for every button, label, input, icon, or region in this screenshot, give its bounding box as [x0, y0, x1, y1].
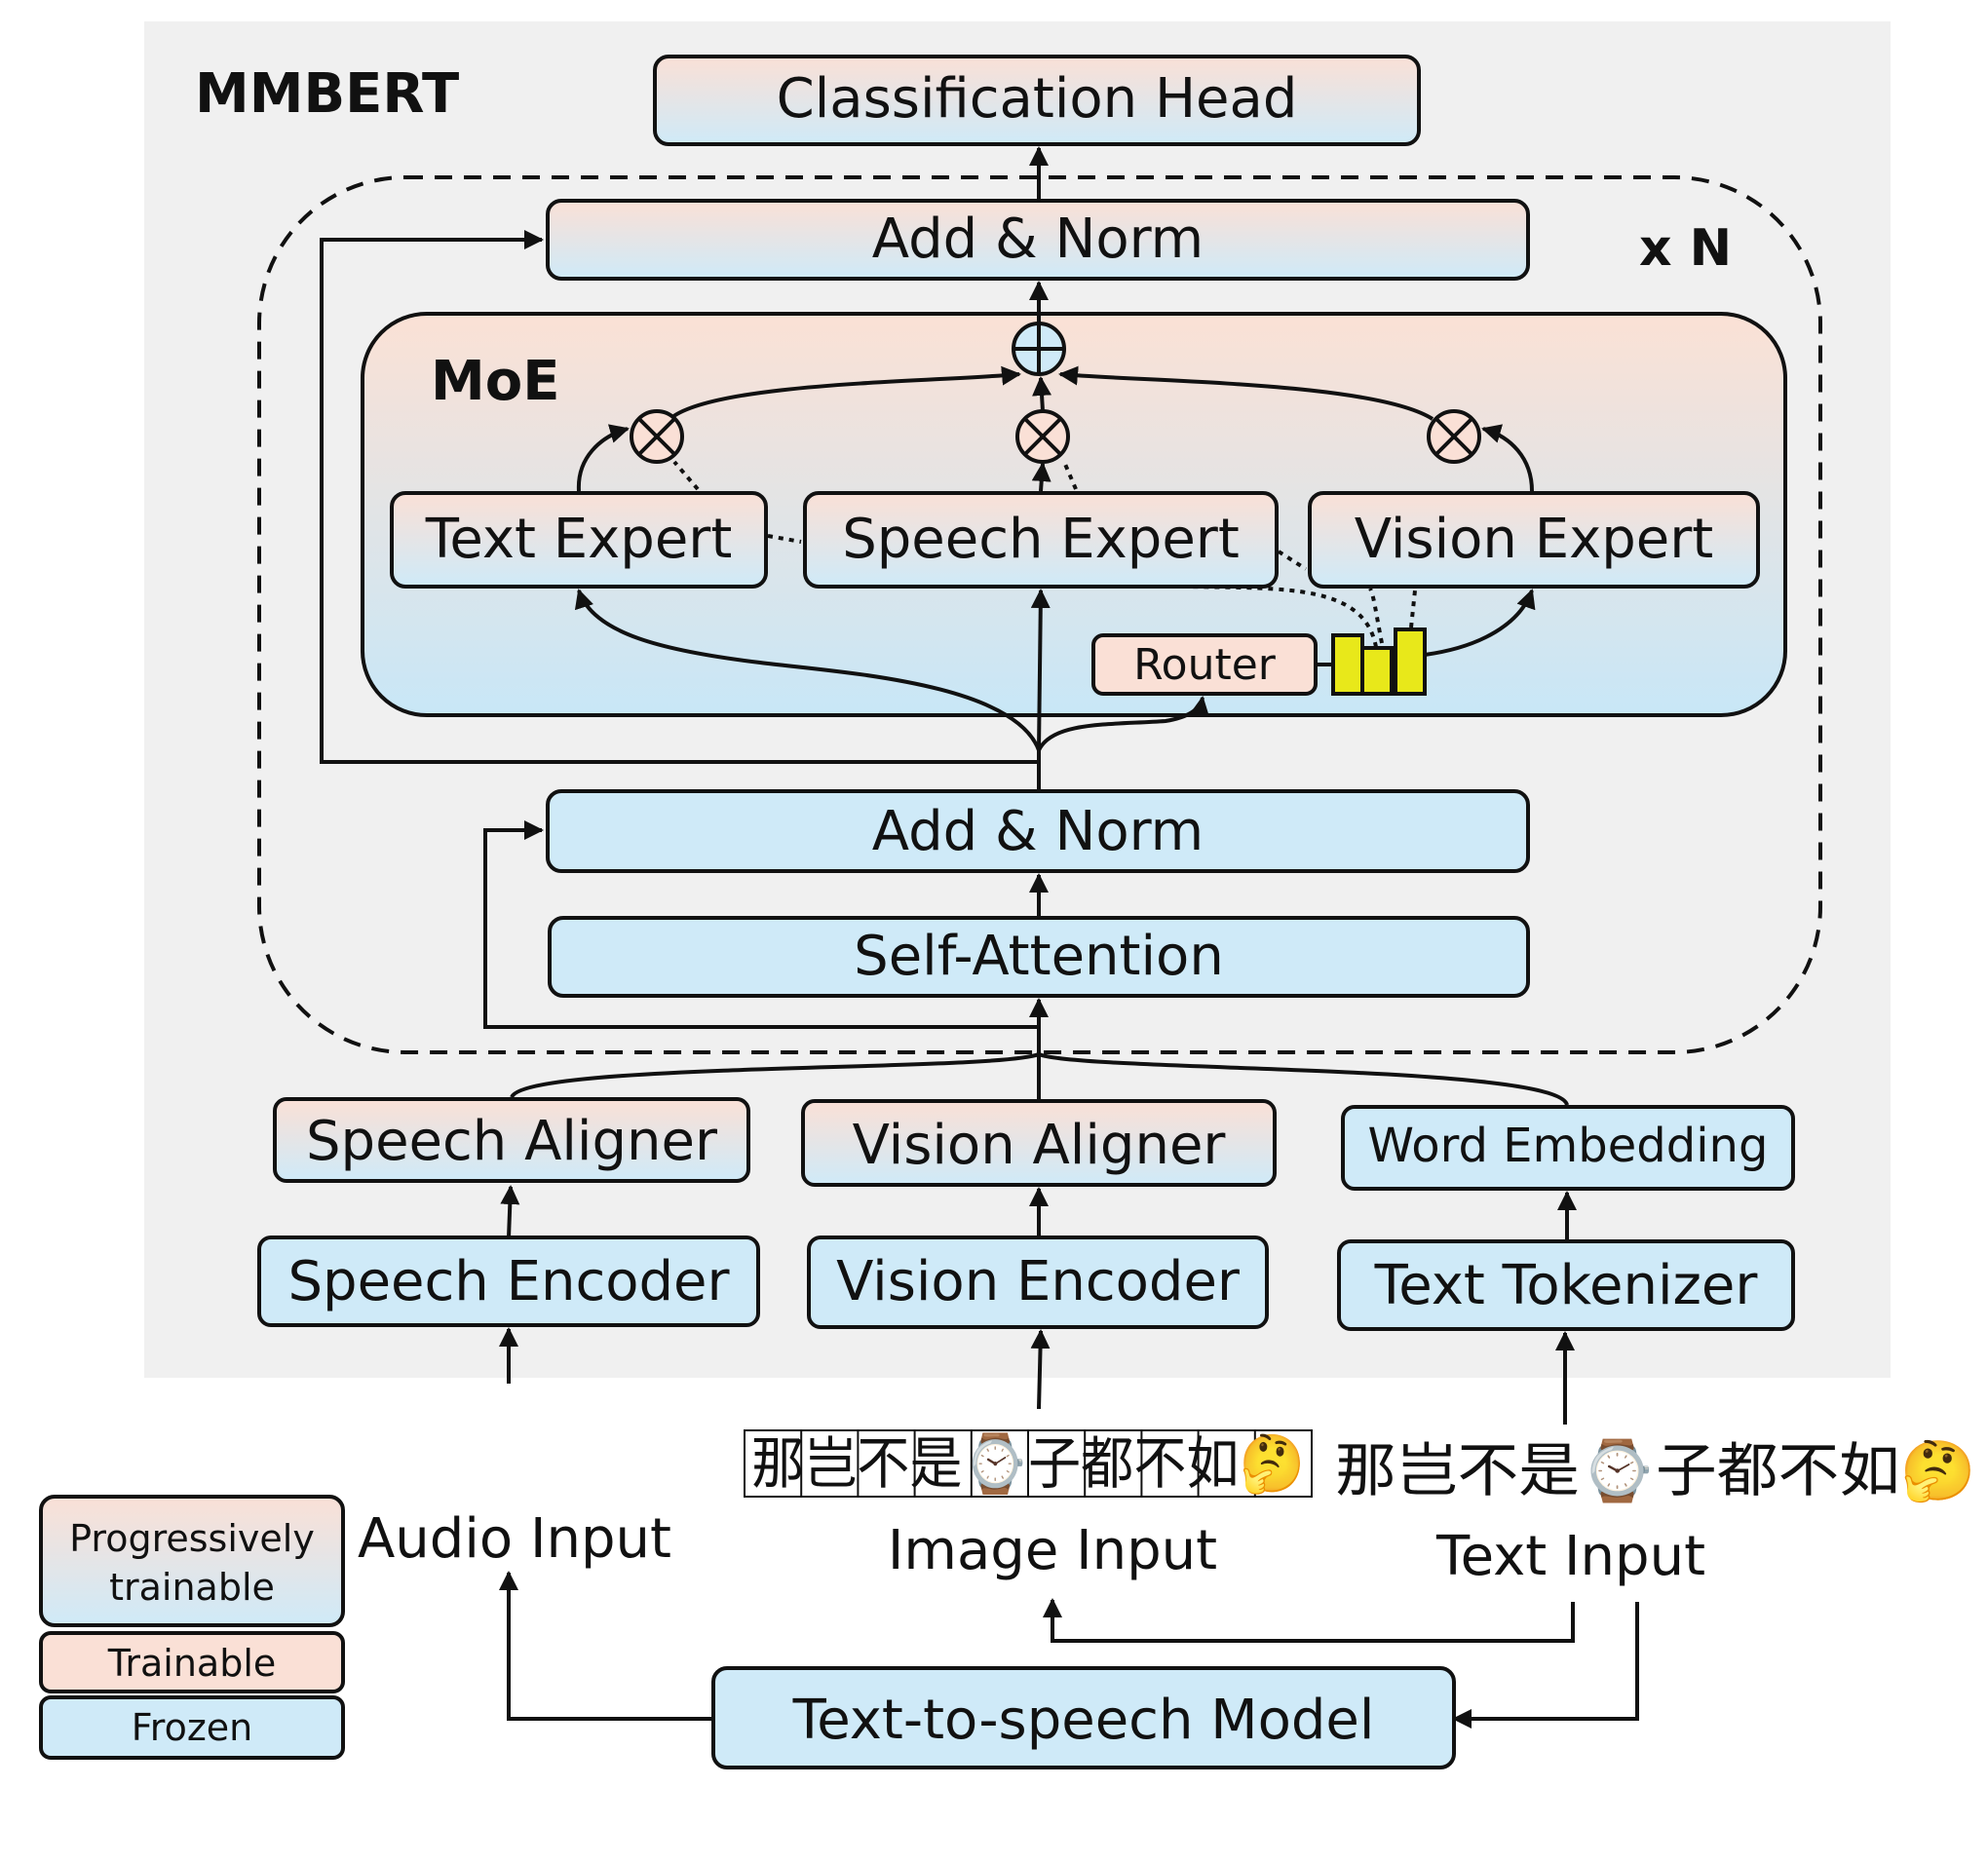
- legend-frozen-swatch: [39, 1695, 345, 1760]
- legend-frozen-label: Frozen: [132, 1706, 253, 1749]
- speech-aligner-label: Speech Aligner: [306, 1110, 718, 1173]
- repeat-region: [257, 175, 1822, 1054]
- word-embedding-label: Word Embedding: [1368, 1119, 1769, 1173]
- image-input-label: Image Input: [888, 1519, 1217, 1582]
- legend-progressive-swatch: [39, 1495, 345, 1627]
- multiply-vision-icon: [1427, 409, 1481, 464]
- legend-progressive-line2: trainable: [109, 1566, 275, 1609]
- text-input-sample-text: 那岂不是⌚子都不如🤔: [1335, 1437, 1976, 1505]
- legend-progressive-line1: Progressively: [69, 1517, 315, 1560]
- classification-head-box: [653, 55, 1421, 146]
- word-embedding-box: [1341, 1105, 1795, 1191]
- vision-expert-label: Vision Expert: [1355, 508, 1713, 571]
- speech-encoder-label: Speech Encoder: [287, 1250, 730, 1313]
- repeat-label: x N: [1639, 219, 1732, 278]
- speech-expert-box: [803, 491, 1279, 589]
- text-input-label: Text Input: [1435, 1525, 1705, 1588]
- speech-expert-label: Speech Expert: [842, 508, 1240, 571]
- mmbert-title: MMBERT: [195, 62, 459, 126]
- multiply-text-icon: [630, 409, 684, 464]
- vision-aligner-label: Vision Aligner: [853, 1114, 1227, 1177]
- tts-model-label: Text-to-speech Model: [792, 1689, 1375, 1752]
- router-dotted-links: [672, 460, 1417, 648]
- self-attention-label: Self-Attention: [854, 925, 1224, 988]
- audio-waveform-icon: [339, 1381, 674, 1484]
- moe-title: MoE: [431, 350, 559, 413]
- add-norm-bottom-label: Add & Norm: [872, 800, 1204, 863]
- router-weights-icon: [1331, 627, 1427, 696]
- text-expert-box: [390, 491, 768, 589]
- text-expert-label: Text Expert: [425, 508, 733, 571]
- multiply-speech-icon: [1015, 409, 1070, 464]
- audio-input-label: Audio Input: [358, 1507, 671, 1571]
- text-tokenizer-label: Text Tokenizer: [1374, 1254, 1759, 1317]
- classification-head-label: Classification Head: [777, 67, 1298, 131]
- legend-trainable-swatch: [39, 1631, 345, 1693]
- tts-model-box: [711, 1666, 1456, 1769]
- vision-expert-box: [1308, 491, 1760, 589]
- add-norm-top-label: Add & Norm: [872, 208, 1204, 271]
- vision-encoder-label: Vision Encoder: [836, 1250, 1241, 1313]
- image-input-glyph-grid: [800, 1430, 1256, 1497]
- image-input-sample-text: 那岂不是⌚子都不如🤔: [751, 1430, 1305, 1497]
- legend-trainable-label: Trainable: [107, 1642, 277, 1685]
- router-label: Router: [1133, 640, 1277, 690]
- connectors: [320, 146, 1639, 1729]
- vision-aligner-box: [801, 1099, 1277, 1187]
- legend: Progressively trainable Trainable Frozen: [39, 1495, 345, 1760]
- speech-aligner-box: [273, 1097, 750, 1183]
- sum-icon: [1012, 322, 1066, 376]
